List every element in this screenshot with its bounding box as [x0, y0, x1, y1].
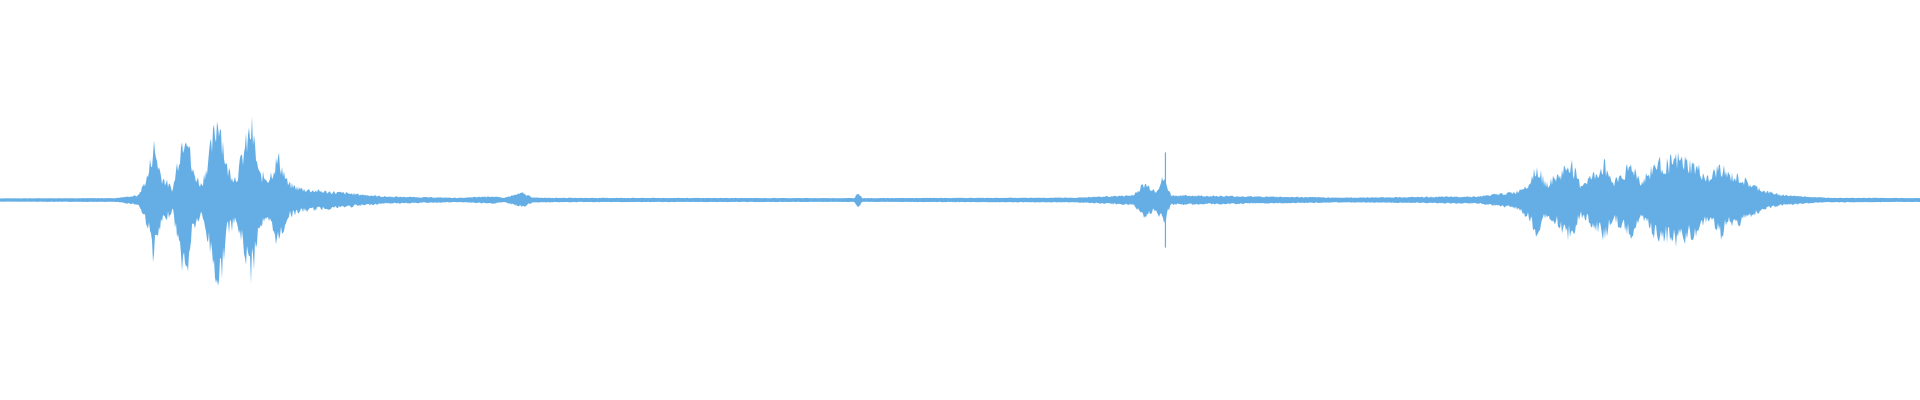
waveform-samples [0, 116, 1920, 286]
waveform-envelope [0, 116, 1920, 286]
